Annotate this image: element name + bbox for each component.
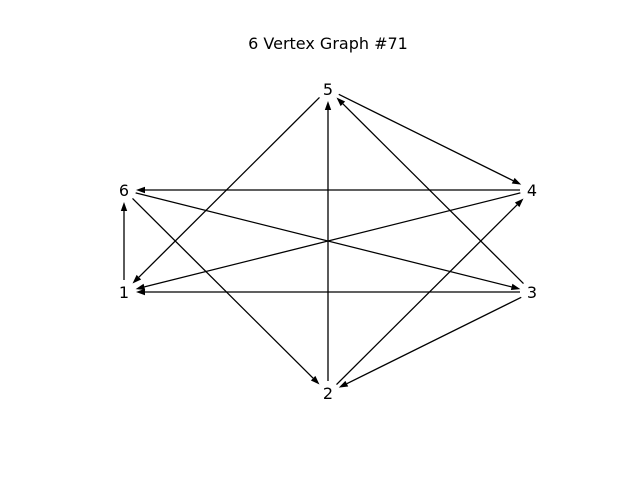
arrowhead-6-3 xyxy=(510,283,521,291)
edge-6-2 xyxy=(132,198,314,379)
edge-6-3 xyxy=(135,192,512,288)
node-3-label: 3 xyxy=(527,283,537,302)
graph-title: 6 Vertex Graph #71 xyxy=(248,34,408,53)
node-4-label: 4 xyxy=(527,181,537,200)
arrowhead-5-1 xyxy=(132,274,142,284)
arrowhead-2-4 xyxy=(514,198,524,208)
arrowhead-4-1 xyxy=(135,283,146,291)
edge-4-1 xyxy=(144,192,521,288)
arrowhead-4-6 xyxy=(136,186,145,194)
node-5-label: 5 xyxy=(323,80,333,99)
arrowhead-3-5 xyxy=(336,97,346,107)
edge-layer xyxy=(120,93,524,388)
edge-3-2 xyxy=(346,296,522,385)
arrowhead-3-1 xyxy=(136,288,145,296)
node-6-label: 6 xyxy=(119,181,129,200)
arrowhead-2-5 xyxy=(324,101,332,110)
arrowhead-1-6 xyxy=(120,202,128,211)
arrowhead-3-2 xyxy=(338,380,349,388)
node-2-label: 2 xyxy=(323,384,333,403)
edge-5-4 xyxy=(338,93,514,182)
node-layer: 1 2 3 4 5 6 xyxy=(119,80,537,403)
node-1-label: 1 xyxy=(119,283,129,302)
edge-3-5 xyxy=(342,103,524,284)
arrowhead-5-4 xyxy=(511,177,522,185)
edge-2-4 xyxy=(336,204,518,385)
arrowhead-6-2 xyxy=(310,375,320,385)
edge-5-1 xyxy=(138,97,320,278)
